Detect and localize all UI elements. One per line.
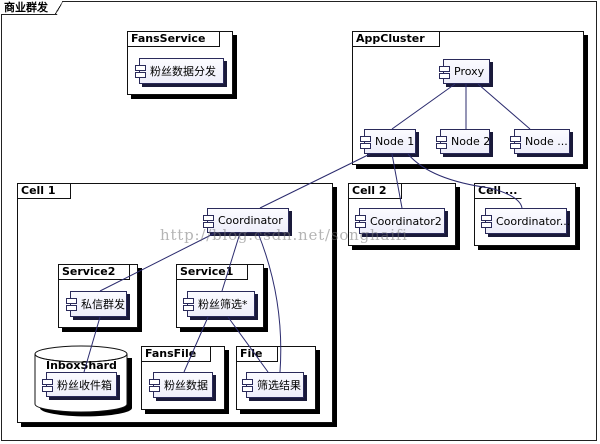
- component-fans-distribute: 粉丝数据分发: [135, 58, 224, 84]
- component-label: Node ...: [525, 135, 568, 148]
- package-title: Cell 2: [348, 183, 402, 199]
- component-icon: [135, 63, 146, 79]
- component-icon: [510, 134, 521, 150]
- component-icon: [66, 296, 77, 312]
- package-title: Cell 1: [17, 183, 71, 199]
- component-node1: Node 1: [360, 129, 416, 154]
- component-label: Coordinator...: [496, 214, 571, 228]
- package-title: InboxShard: [46, 359, 117, 372]
- component-coordinator-more: Coordinator...: [481, 208, 570, 234]
- component-label: 筛选结果: [257, 379, 301, 392]
- component-fans-data: 粉丝数据: [149, 372, 213, 398]
- component-label: Node 1: [375, 135, 415, 148]
- component-label: 粉丝筛选*: [198, 298, 248, 311]
- package-title: Service1: [176, 264, 249, 280]
- component-label: 粉丝数据分发: [150, 65, 216, 78]
- component-proxy: Proxy: [439, 59, 490, 84]
- component-icon: [42, 377, 53, 393]
- component-icon: [242, 377, 253, 393]
- component-icon: [183, 296, 194, 312]
- component-icon: [481, 213, 492, 229]
- component-private-broadcast: 私信群发: [66, 291, 127, 317]
- component-node2: Node 2: [436, 129, 490, 154]
- component-label: Coordinator2: [370, 214, 442, 228]
- component-icon: [360, 134, 371, 150]
- component-label: 粉丝收件箱: [57, 378, 112, 392]
- package-title: Service2: [58, 264, 131, 280]
- component-label: 粉丝数据: [164, 379, 208, 392]
- component-fans-filter: 粉丝筛选*: [183, 291, 255, 317]
- component-coordinator2: Coordinator2: [355, 208, 445, 234]
- component-icon: [203, 213, 214, 229]
- component-label: 私信群发: [81, 298, 125, 311]
- component-filter-result: 筛选结果: [242, 372, 304, 398]
- package-title: AppCluster: [352, 31, 440, 47]
- component-icon: [149, 377, 160, 393]
- frame-title: 商业群发: [1, 1, 63, 15]
- component-icon: [439, 64, 450, 80]
- component-label: Proxy: [454, 65, 485, 78]
- component-label: Coordinator: [218, 214, 283, 227]
- component-node-more: Node ...: [510, 129, 570, 154]
- package-title: Cell ...: [474, 183, 523, 199]
- component-icon: [355, 213, 366, 229]
- package-title: FansFile: [141, 346, 212, 362]
- package-title: FansService: [127, 31, 221, 47]
- component-label: Node 2: [451, 135, 491, 148]
- package-title: File: [236, 346, 278, 362]
- watermark-text: http://blog.csdn.net/songhaifi: [160, 226, 408, 244]
- component-icon: [436, 134, 447, 150]
- component-coordinator: Coordinator: [203, 208, 289, 233]
- component-fans-inbox: 粉丝收件箱: [42, 372, 117, 397]
